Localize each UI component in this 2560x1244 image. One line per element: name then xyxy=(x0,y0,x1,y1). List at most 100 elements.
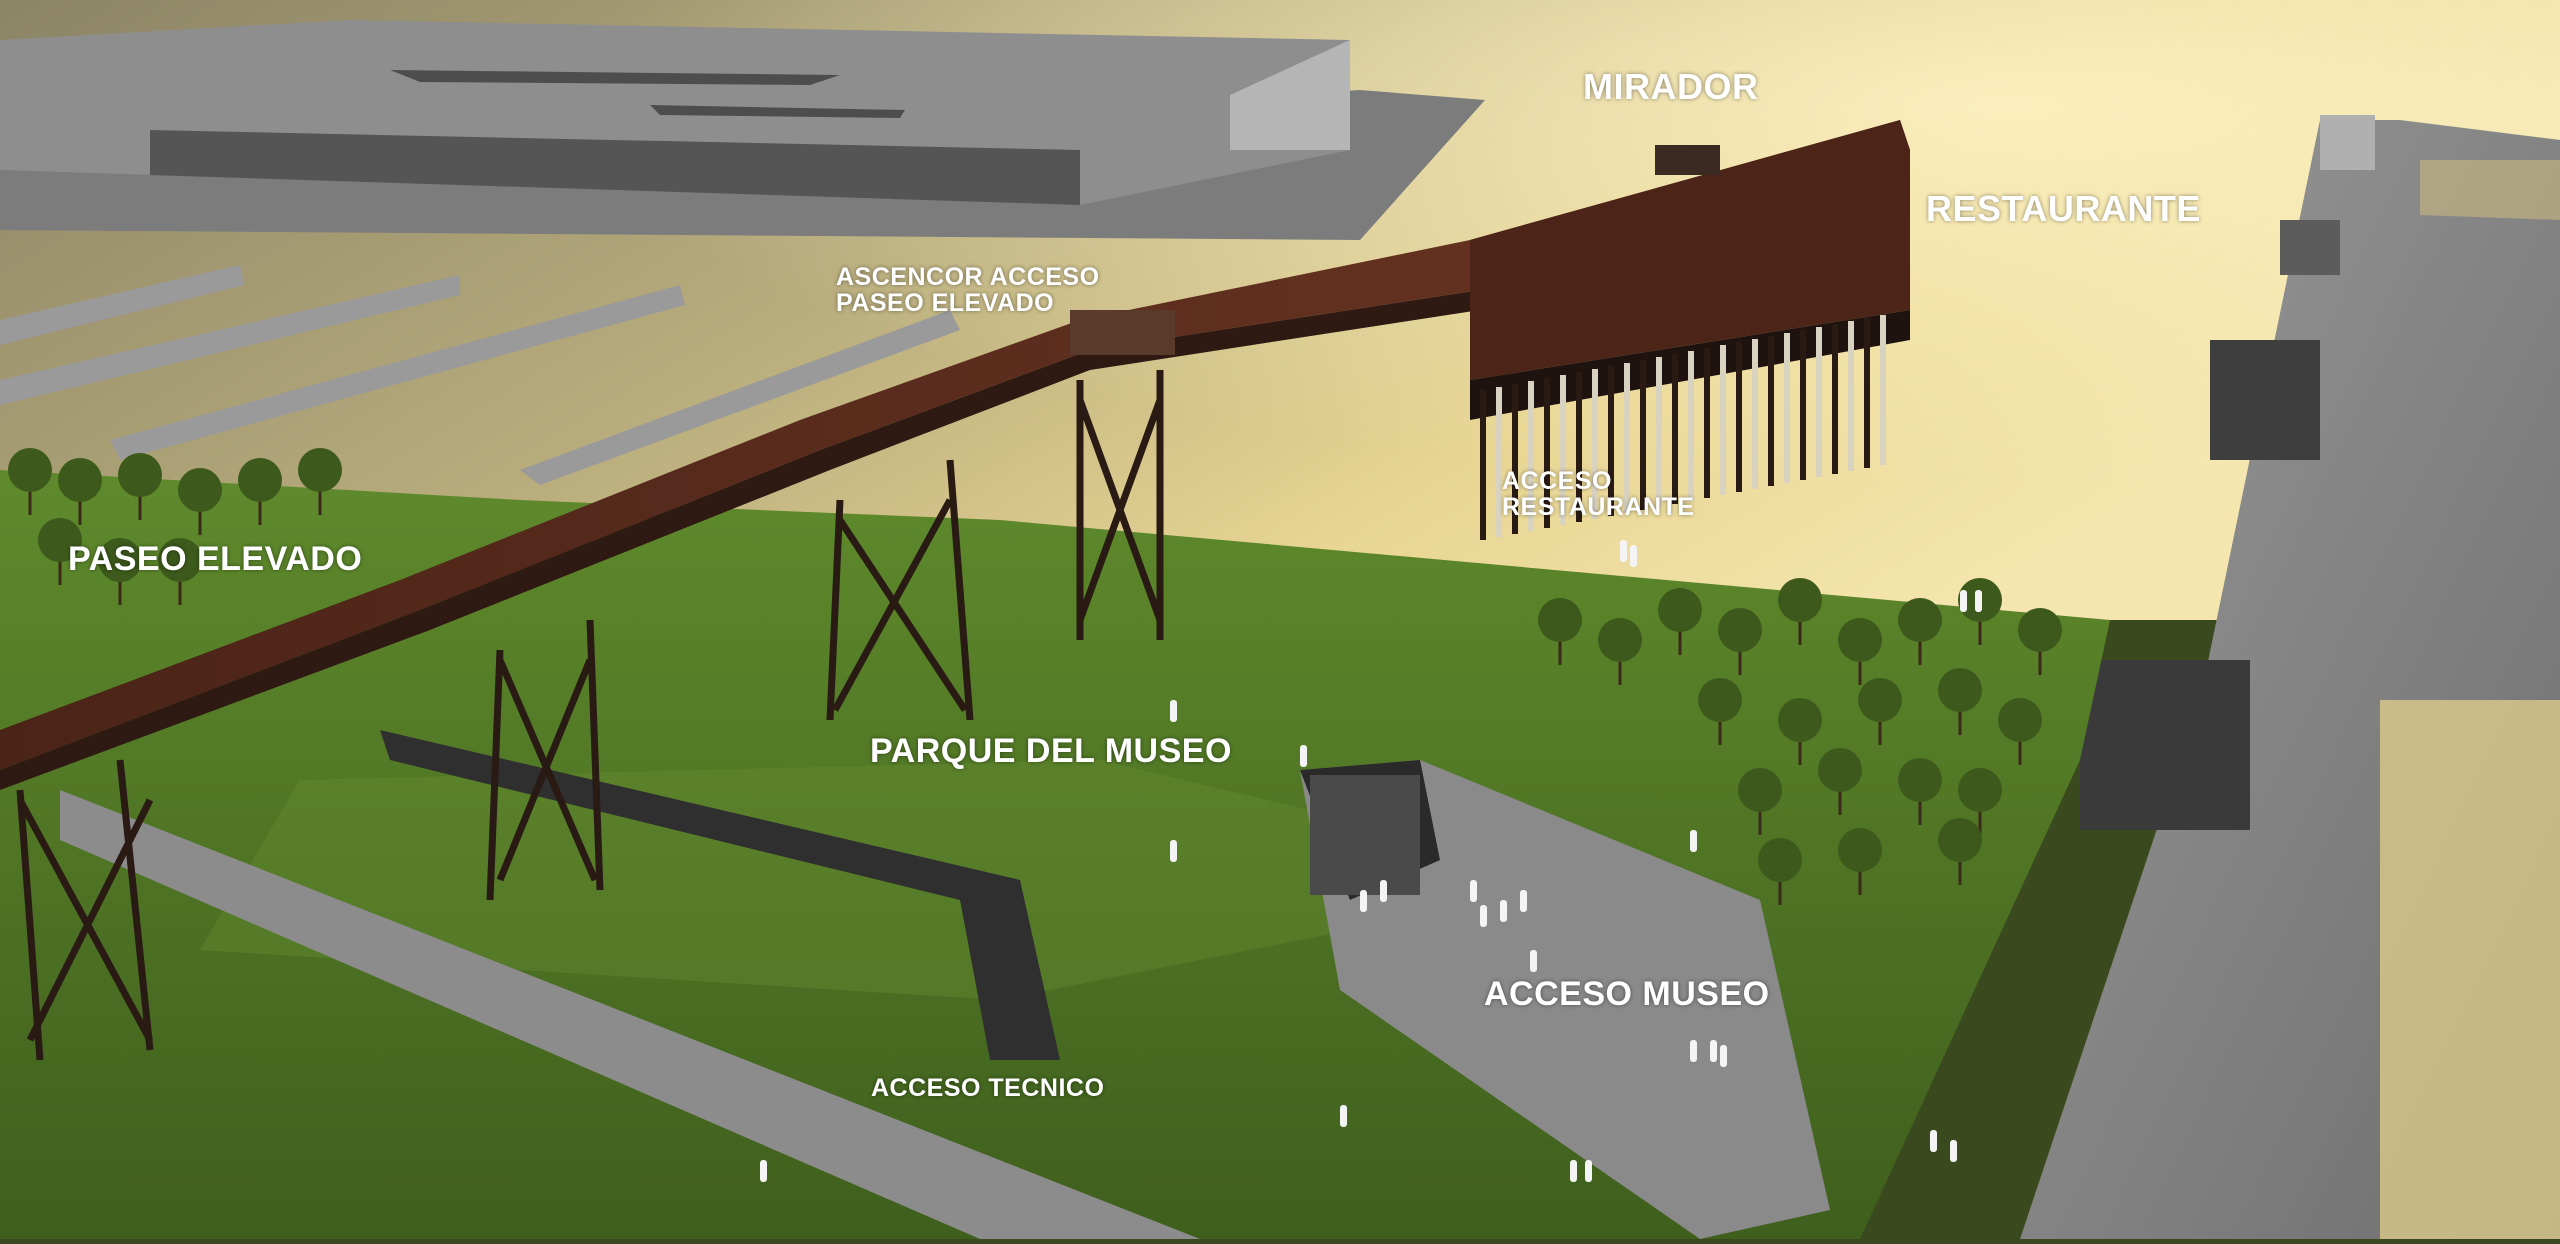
pile xyxy=(1480,390,1486,540)
tree xyxy=(1898,598,1942,665)
tree xyxy=(1938,818,1982,885)
pile xyxy=(1672,354,1678,504)
tree xyxy=(1858,678,1902,745)
tree xyxy=(118,453,162,520)
walls xyxy=(60,730,1830,1239)
person-figure xyxy=(1480,905,1487,927)
tree xyxy=(1778,698,1822,765)
tree xyxy=(298,448,342,515)
person-figure xyxy=(1630,545,1637,567)
person-figure xyxy=(1500,900,1507,922)
tree xyxy=(2018,608,2062,675)
jetties xyxy=(0,265,960,485)
label-acceso-tecnico: ACCESO TECNICO xyxy=(871,1074,1105,1102)
pile xyxy=(1528,381,1534,531)
person-figure xyxy=(1710,1040,1717,1062)
pile xyxy=(1880,315,1886,465)
pile xyxy=(1816,327,1822,477)
tree xyxy=(1538,598,1582,665)
person-figure xyxy=(1690,1040,1697,1062)
tree xyxy=(238,458,282,525)
tree xyxy=(158,538,202,605)
tree xyxy=(1758,838,1802,905)
pier-structure xyxy=(1470,120,1910,540)
museum-building xyxy=(0,20,1485,240)
tree xyxy=(8,448,52,515)
label-acceso-restaurante: ACCESO RESTAURANTE xyxy=(1502,468,1695,521)
trees xyxy=(8,448,2062,905)
pile xyxy=(1832,324,1838,474)
person-figure xyxy=(1170,700,1177,722)
piles xyxy=(1480,315,1886,540)
pile xyxy=(1848,321,1854,471)
label-mirador: MIRADOR xyxy=(1583,66,1759,107)
pile xyxy=(1544,378,1550,528)
person-figure xyxy=(760,1160,767,1182)
people xyxy=(760,540,1982,1182)
label-parque-del-museo: PARQUE DEL MUSEO xyxy=(870,732,1232,770)
tree xyxy=(1718,608,1762,675)
label-restaurante: RESTAURANTE xyxy=(1926,188,2201,229)
pile xyxy=(1704,348,1710,498)
pile xyxy=(1736,342,1742,492)
person-figure xyxy=(1950,1140,1957,1162)
pile xyxy=(1512,384,1518,534)
person-figure xyxy=(1570,1160,1577,1182)
pile xyxy=(1592,369,1598,519)
person-figure xyxy=(1530,950,1537,972)
label-ascensor-line1: ASCENCOR ACCESO xyxy=(836,263,1100,291)
pile xyxy=(1688,351,1694,501)
label-acceso-restaurante-line1: ACCESO xyxy=(1502,467,1612,495)
pile xyxy=(1656,357,1662,507)
tree xyxy=(38,518,82,585)
tree xyxy=(98,538,142,605)
tree xyxy=(1598,618,1642,685)
tree xyxy=(1958,768,2002,835)
pile xyxy=(1864,318,1870,468)
tree xyxy=(178,468,222,535)
person-figure xyxy=(1960,590,1967,612)
person-figure xyxy=(1340,1105,1347,1127)
elevated-walkway xyxy=(0,120,1910,1061)
tree xyxy=(1998,698,2042,765)
tree xyxy=(1838,828,1882,895)
pile xyxy=(1720,345,1726,495)
person-figure xyxy=(1585,1160,1592,1182)
tree xyxy=(1778,578,1822,645)
label-acceso-museo: ACCESO MUSEO xyxy=(1484,975,1770,1013)
tree xyxy=(1658,588,1702,655)
label-ascensor-line2: PASEO ELEVADO xyxy=(836,289,1055,318)
pile xyxy=(1784,333,1790,483)
person-figure xyxy=(1300,745,1307,767)
person-figure xyxy=(1520,890,1527,912)
label-paseo-elevado: PASEO ELEVADO xyxy=(68,540,363,578)
person-figure xyxy=(1470,880,1477,902)
label-acceso-restaurante-line2: RESTAURANTE xyxy=(1502,493,1695,522)
museum-entrance xyxy=(1310,775,1420,895)
tree xyxy=(1698,678,1742,745)
tree xyxy=(1818,748,1862,815)
pile xyxy=(1560,375,1566,525)
elevator-tower xyxy=(1070,310,1175,355)
right-dock xyxy=(2020,115,2560,1239)
pile xyxy=(1800,330,1806,480)
tree xyxy=(1898,758,1942,825)
tree xyxy=(1938,668,1982,735)
pile xyxy=(1496,387,1502,537)
pile xyxy=(1752,339,1758,489)
pile xyxy=(1768,336,1774,486)
person-figure xyxy=(1620,540,1627,562)
person-figure xyxy=(1360,890,1367,912)
person-figure xyxy=(1690,830,1697,852)
person-figure xyxy=(1380,880,1387,902)
pile xyxy=(1576,372,1582,522)
tree xyxy=(58,458,102,525)
pile xyxy=(1624,363,1630,513)
tree xyxy=(1738,768,1782,835)
tree xyxy=(1838,618,1882,685)
person-figure xyxy=(1720,1045,1727,1067)
person-figure xyxy=(1930,1130,1937,1152)
person-figure xyxy=(1975,590,1982,612)
